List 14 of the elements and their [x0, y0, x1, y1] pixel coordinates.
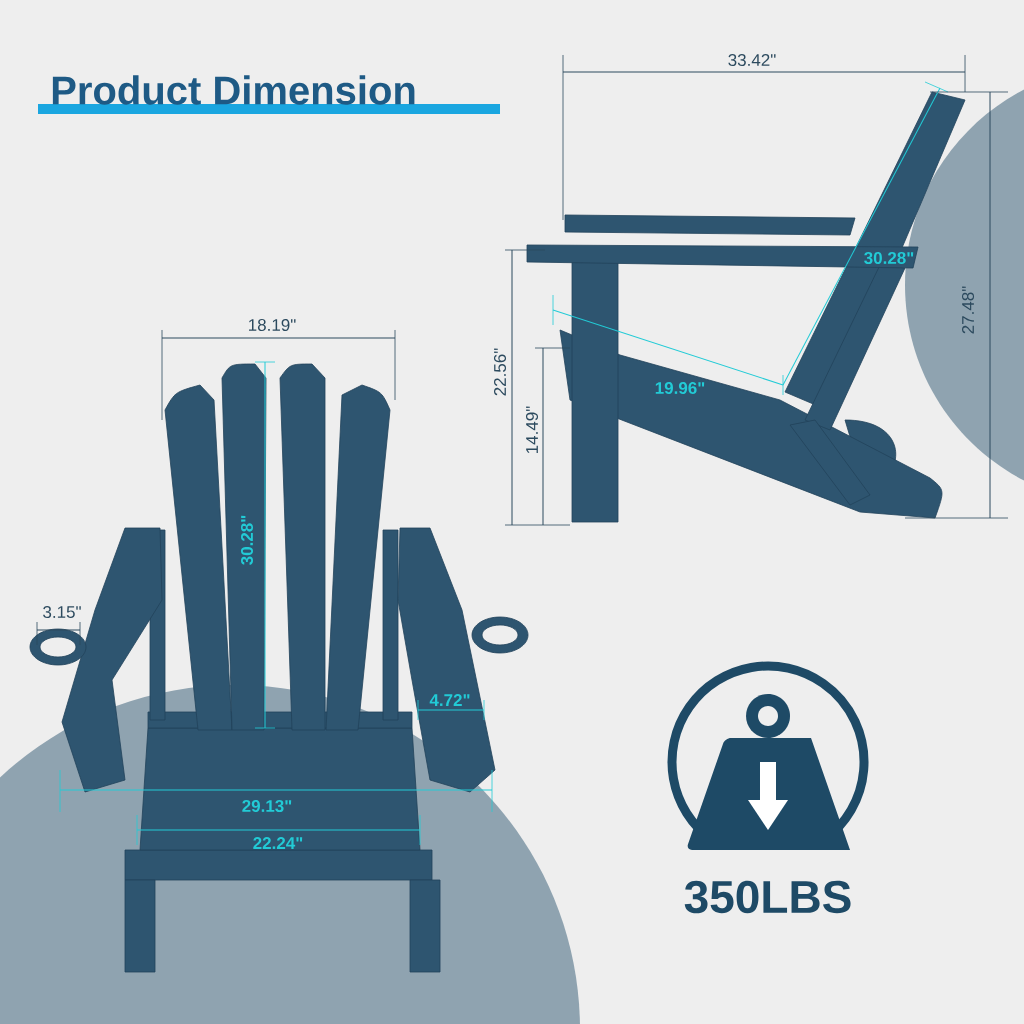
- dimension-label: 30.28": [864, 251, 914, 265]
- dimension-label: 3.15": [43, 606, 81, 619]
- dimension-label: 4.72": [429, 694, 470, 706]
- dimension-label: 30.28": [240, 515, 254, 565]
- dimension-label: 19.96": [655, 382, 705, 395]
- dimension-label: 22.56": [494, 348, 507, 396]
- dimension-label: 33.42": [728, 54, 776, 66]
- dimension-label: 22.24": [253, 837, 303, 849]
- dimension-label: 14.49": [526, 406, 539, 453]
- dimension-label: 29.13": [242, 800, 292, 813]
- dimension-label: 18.19": [249, 319, 296, 332]
- weight-label: 350LBS: [684, 880, 851, 914]
- dimension-label: 27.48": [962, 286, 975, 334]
- title: Product Dimension: [52, 75, 415, 105]
